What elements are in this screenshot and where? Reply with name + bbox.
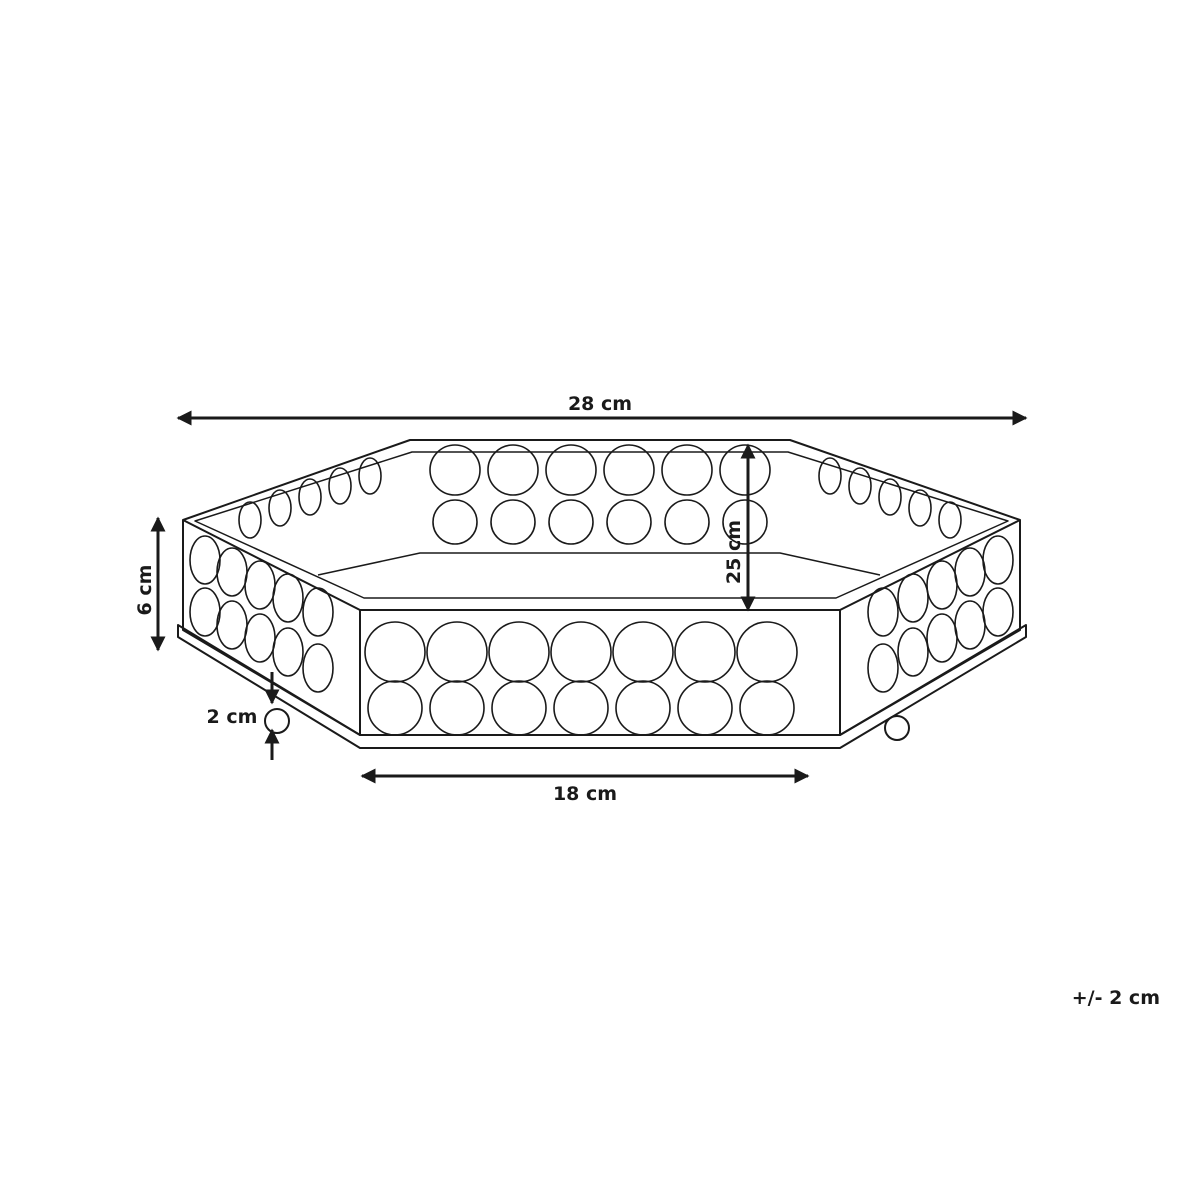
tray-foot-left (264, 708, 290, 734)
right-side-pattern (818, 457, 1014, 693)
tolerance-note: +/- 2 cm (1071, 987, 1160, 1009)
tray-top-rim (182, 439, 1021, 611)
width-label: 28 cm (568, 393, 632, 415)
tray-front-wall (182, 520, 1021, 736)
tray-illustration (177, 439, 1027, 749)
front-panel-pattern (364, 621, 798, 736)
tray-top-rim-inner (194, 451, 1009, 599)
depth-label: 25 cm (723, 520, 745, 584)
height-label: 6 cm (134, 565, 156, 616)
back-panel-pattern (429, 444, 771, 545)
left-side-pattern (189, 457, 382, 693)
base-label: 18 cm (553, 783, 617, 805)
tray-mirror-edge (317, 552, 881, 576)
tray-base-plate (177, 624, 1027, 749)
tray-foot-right (884, 715, 910, 741)
feet-label: 2 cm (207, 706, 258, 728)
dimension-lines (150, 410, 1028, 784)
